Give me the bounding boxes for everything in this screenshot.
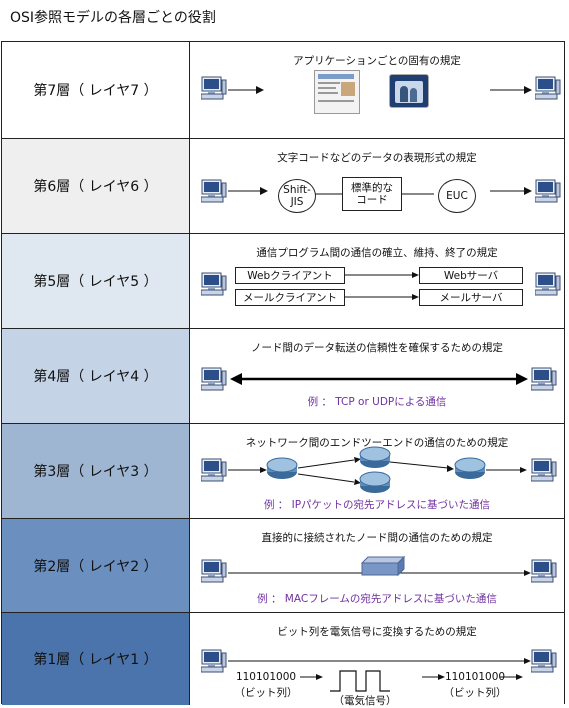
layer-2-example: 例 ： MACフレームの宛先アドレスに基づいた通信 — [257, 593, 497, 605]
layer-1-desc: ビット列を電気信号に変換するための規定 — [277, 626, 477, 638]
layer-5-arrows — [344, 272, 419, 300]
layer-2-row: 第2層（ レイヤ2 ） 直接的に接続されたノード間の通信のための規定 例 ： M… — [2, 518, 564, 612]
layer-3-cell: ネットワーク間のエンドツーエンドの通信のための規定 — [190, 424, 564, 518]
layer-7-arrows — [228, 86, 532, 94]
computer-icon-left — [200, 649, 227, 673]
standard-code-box: 標準的な コード — [342, 177, 402, 211]
layer-6-cell: 文字コードなどのデータの表現形式の規定 Shift- JIS 標準的な コード … — [190, 139, 564, 233]
bits-right: 110101000 — [444, 671, 506, 683]
video-icon — [389, 74, 429, 108]
computer-icon-right — [534, 272, 561, 296]
computer-icon-right — [530, 458, 557, 482]
computer-icon-left — [200, 559, 227, 583]
computer-icon-left — [200, 367, 227, 391]
layer-4-row: 第4層（ レイヤ4 ） ノード間のデータ転送の信頼性を確保するための規定 例 ：… — [2, 328, 564, 423]
computer-icon-right — [530, 367, 557, 391]
bits-left-caption: （ビット列） — [234, 687, 298, 699]
layer-1-cell: ビット列を電気信号に変換するための規定 110101000 （ビット列） （電気… — [190, 613, 564, 707]
layer-7-row: 第7層（ レイヤ7 ） アプリケーションごとの固有の規定 — [2, 42, 564, 138]
computer-icon-left — [200, 76, 227, 100]
layer-3-network — [228, 446, 527, 493]
bits-right-caption: （ビット列） — [443, 687, 507, 699]
layer-1-row: 第1層（ レイヤ1 ） ビット列を電気信号に変換するための規定 11010100… — [2, 612, 564, 707]
osi-table: 第7層（ レイヤ7 ） アプリケーションごとの固有の規定 — [1, 41, 565, 707]
document-icon — [314, 70, 360, 114]
bits-left: 110101000 — [235, 671, 297, 683]
computer-icon-right — [534, 179, 561, 203]
web-client-box: Webクライアント — [235, 267, 345, 284]
layer-7-desc: アプリケーションごとの固有の規定 — [293, 55, 461, 67]
layer-4-cell: ノード間のデータ転送の信頼性を確保するための規定 例 ： TCP or UDPに… — [190, 329, 564, 423]
layer-4-desc: ノード間のデータ転送の信頼性を確保するための規定 — [251, 342, 503, 354]
shift-jis-code: Shift- JIS — [278, 179, 316, 213]
computer-icon-right — [534, 76, 561, 100]
signal-caption: （電気信号） — [333, 695, 397, 707]
mail-server-box: メールサーバ — [419, 289, 523, 306]
layer-1-signal — [228, 658, 531, 692]
router-icon — [454, 457, 486, 479]
computer-icon-right — [530, 649, 557, 673]
computer-icon-left — [200, 179, 227, 203]
layer-6-desc: 文字コードなどのデータの表現形式の規定 — [277, 152, 477, 164]
layer-5-label: 第5層（ レイヤ5 ） — [2, 234, 190, 328]
layer-7-label: 第7層（ レイヤ7 ） — [2, 42, 190, 138]
mail-client-box: メールクライアント — [235, 289, 345, 306]
router-icon — [266, 457, 298, 479]
router-icon — [359, 446, 391, 468]
euc-code: EUC — [438, 179, 476, 213]
router-icon — [359, 471, 391, 493]
layer-7-cell: アプリケーションごとの固有の規定 — [190, 42, 564, 138]
layer-2-desc: 直接的に接続されたノード間の通信のための規定 — [261, 532, 493, 544]
layer-5-row: 第5層（ レイヤ5 ） 通信プログラム間の通信の確立、維持、終了の規定 Webク… — [2, 233, 564, 328]
layer-3-row: 第3層（ レイヤ3 ） ネットワーク間のエンドツーエンドの通信のための規定 — [2, 423, 564, 518]
layer-1-label: 第1層（ レイヤ1 ） — [2, 613, 190, 705]
switch-icon — [360, 555, 406, 577]
computer-icon-right — [530, 559, 557, 583]
layer-3-label: 第3層（ レイヤ3 ） — [2, 424, 190, 518]
computer-icon-left — [200, 458, 227, 482]
layer-6-label: 第6層（ レイヤ6 ） — [2, 139, 190, 233]
layer-4-example: 例 ： TCP or UDPによる通信 — [307, 396, 447, 408]
computer-icon-left — [200, 272, 227, 296]
layer-3-desc: ネットワーク間のエンドツーエンドの通信のための規定 — [245, 437, 509, 449]
layer-5-cell: 通信プログラム間の通信の確立、維持、終了の規定 Webクライアント メールクライ… — [190, 234, 564, 328]
layer-6-row: 第6層（ レイヤ6 ） 文字コードなどのデータの表現形式の規定 Shift- J… — [2, 138, 564, 233]
layer-4-label: 第4層（ レイヤ4 ） — [2, 329, 190, 423]
layer-6-arrows — [228, 187, 532, 195]
layer-5-desc: 通信プログラム間の通信の確立、維持、終了の規定 — [256, 247, 498, 259]
layer-2-cell: 直接的に接続されたノード間の通信のための規定 例 ： MACフレームの宛先アドレ… — [190, 519, 564, 612]
web-server-box: Webサーバ — [419, 267, 523, 284]
layer-2-label: 第2層（ レイヤ2 ） — [2, 519, 190, 612]
layer-2-link — [228, 555, 531, 577]
layer-3-example: 例 ： IPパケットの宛先アドレスに基づいた通信 — [263, 499, 491, 511]
page-title: OSI参照モデルの各層ごとの役割 — [10, 10, 216, 26]
layer-4-arrow — [230, 373, 528, 385]
